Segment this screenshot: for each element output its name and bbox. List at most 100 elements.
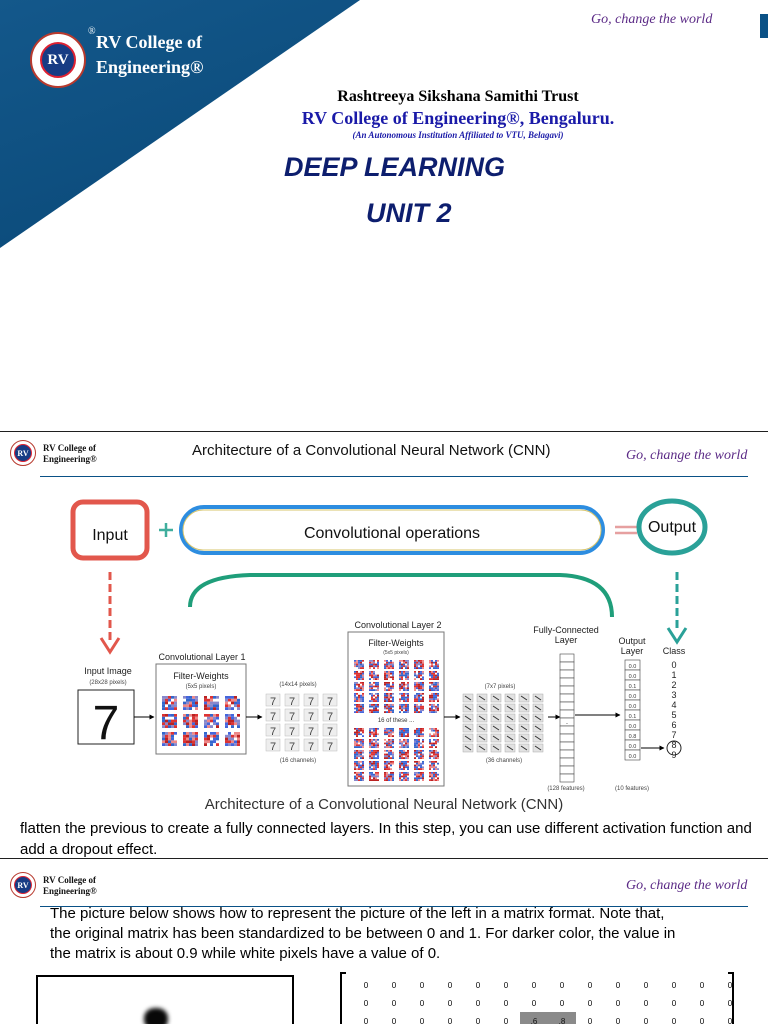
matrix-slide: RV RV College of Engineering® Go, change…	[0, 860, 768, 1024]
college-full-name: RV College of Engineering®, Bengaluru.	[301, 108, 615, 128]
matrix-cell: 0	[503, 998, 509, 1008]
svg-text:Output: Output	[648, 519, 697, 536]
svg-text:0.1: 0.1	[629, 714, 637, 720]
convolution-brace	[188, 573, 614, 618]
matrix-cell: 0	[363, 1016, 369, 1024]
svg-text:0.0: 0.0	[629, 704, 637, 710]
class-label: 7	[671, 730, 676, 740]
svg-text:0.0: 0.0	[629, 754, 637, 760]
svg-text:7: 7	[327, 696, 333, 708]
matrix-cell: 0	[643, 998, 649, 1008]
svg-text:(5x5 pixels): (5x5 pixels)	[383, 650, 409, 656]
tagline: Go, change the world	[626, 448, 748, 463]
matrix-cell: 0	[475, 980, 481, 990]
trust-name: Rashtreeya Sikshana Samithi Trust	[337, 88, 579, 105]
svg-text:0.0: 0.0	[629, 664, 637, 670]
tagline: Go, change the world	[626, 878, 748, 893]
matrix-cell: 0	[587, 980, 593, 990]
matrix-cell: 0	[503, 980, 509, 990]
svg-text:(10 features): (10 features)	[615, 786, 649, 792]
predicted-class-marker	[666, 740, 682, 756]
body-text: The picture below shows how to represent…	[50, 905, 676, 962]
course-title: DEEP LEARNING	[284, 152, 506, 182]
filter-weights-2	[354, 660, 439, 781]
output-layer: 0.00.00.10.00.00.10.00.80.00.0	[624, 659, 641, 761]
svg-text:0.1: 0.1	[629, 684, 637, 690]
svg-text:Input: Input	[92, 527, 128, 544]
class-label: 2	[671, 680, 676, 690]
matrix-cell: 0	[475, 998, 481, 1008]
svg-text:Input Image: Input Image	[84, 666, 132, 676]
svg-text:0.0: 0.0	[629, 724, 637, 730]
svg-text:16 of these ...: 16 of these ...	[378, 718, 415, 724]
matrix-cell: 0	[447, 1016, 453, 1024]
svg-text:.: .	[566, 717, 568, 726]
svg-text:(14x14 pixels): (14x14 pixels)	[279, 682, 316, 688]
matrix-cell: 0	[699, 980, 705, 990]
cnn-architecture-slide: RV RV College of Engineering® Architectu…	[0, 432, 768, 859]
output-ellipse: Output	[636, 498, 708, 556]
svg-text:7: 7	[289, 726, 295, 738]
matrix-cell: 0	[699, 998, 705, 1008]
output-arrow	[666, 572, 688, 645]
matrix-cell: 0	[727, 1016, 733, 1024]
feature-maps-2	[462, 693, 544, 753]
matrix-cell: 0	[447, 980, 453, 990]
college-name: RV College of Engineering®	[43, 875, 97, 896]
svg-text:7: 7	[289, 741, 295, 753]
matrix-cell: 0	[363, 998, 369, 1008]
matrix-cell: 0	[419, 980, 425, 990]
rvce-logo-icon: RV	[10, 440, 36, 466]
unit-title: UNIT 2	[366, 198, 452, 228]
title-slide: RV ® RV College of Engineering® Go, chan…	[0, 0, 768, 432]
college-name: RV College of Engineering®	[43, 443, 97, 464]
input-arrow	[99, 572, 121, 655]
svg-text:0.0: 0.0	[629, 744, 637, 750]
svg-text:7: 7	[308, 711, 314, 723]
fully-connected-layer: .	[559, 653, 575, 783]
class-label: 4	[671, 700, 676, 710]
class-label: 3	[671, 690, 676, 700]
svg-text:Class: Class	[663, 646, 686, 656]
svg-text:7: 7	[93, 697, 120, 750]
svg-text:Filter-Weights: Filter-Weights	[173, 671, 229, 681]
svg-text:(36 channels): (36 channels)	[486, 758, 522, 764]
svg-text:7: 7	[308, 726, 314, 738]
svg-text:(28x28 pixels): (28x28 pixels)	[89, 680, 126, 686]
matrix-cell: 0	[727, 980, 733, 990]
matrix-cell: 0	[587, 1016, 593, 1024]
plus-icon	[159, 523, 173, 537]
tagline: Go, change the world	[591, 12, 713, 27]
rvce-logo-icon: RV	[10, 872, 36, 898]
matrix-cell: 0	[615, 980, 621, 990]
svg-text:7: 7	[327, 711, 333, 723]
college-name: RV College of Engineering®	[96, 32, 204, 77]
svg-text:7: 7	[289, 696, 295, 708]
class-label: 5	[671, 710, 676, 720]
header-divider	[40, 476, 748, 477]
svg-text:7: 7	[270, 696, 276, 708]
svg-text:7: 7	[308, 741, 314, 753]
body-text: flatten the previous to create a fully c…	[20, 820, 752, 858]
svg-text:7: 7	[289, 711, 295, 723]
svg-text:(16 channels): (16 channels)	[280, 758, 316, 764]
matrix-cell: 0	[475, 1016, 481, 1024]
matrix-cell: 0	[615, 998, 621, 1008]
matrix-cell: 0	[419, 998, 425, 1008]
class-label: 8	[671, 740, 676, 750]
matrix-cell: 0	[559, 998, 565, 1008]
svg-text:0.0: 0.0	[629, 674, 637, 680]
class-label: 0	[671, 660, 676, 670]
class-label: 6	[671, 720, 676, 730]
slide-header: RV RV College of Engineering®	[10, 872, 97, 898]
matrix-cell: 0	[587, 998, 593, 1008]
svg-text:7: 7	[308, 696, 314, 708]
corner-accent	[760, 14, 768, 38]
rvce-logo-icon: RV	[30, 32, 86, 88]
svg-text:7: 7	[270, 726, 276, 738]
matrix-cell: 0	[559, 980, 565, 990]
cnn-diagram: Input Convolutional operations Output	[70, 498, 708, 792]
